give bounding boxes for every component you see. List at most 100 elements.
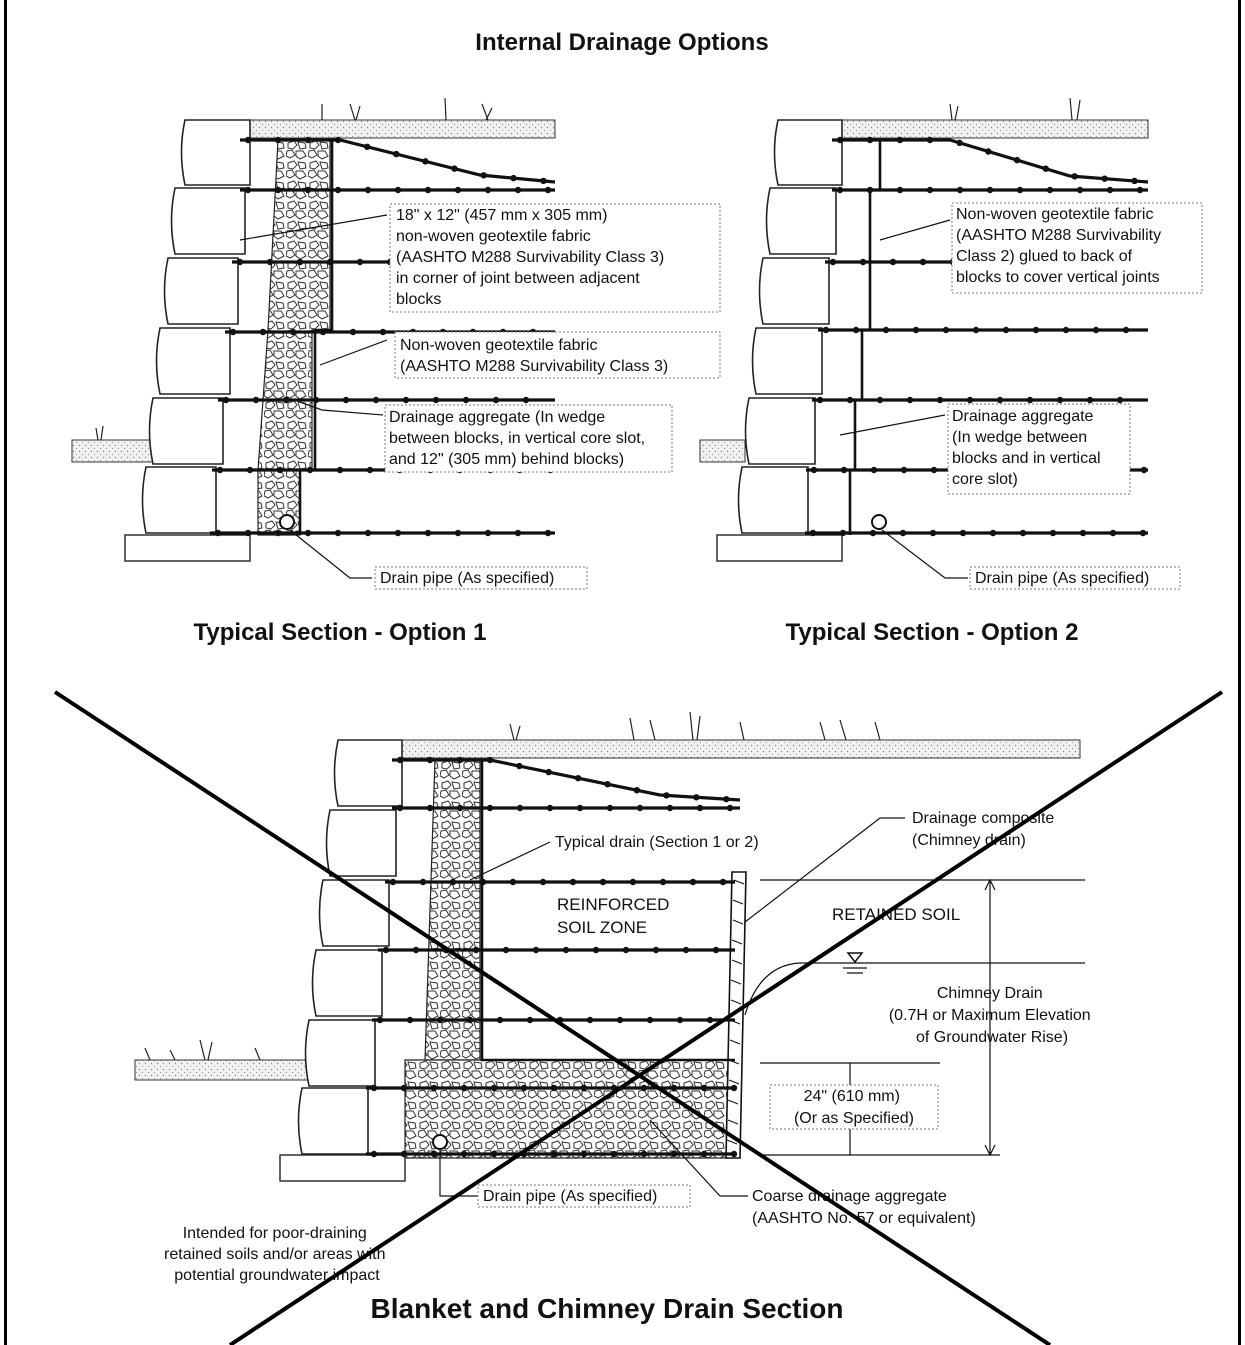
option1-geogrid-5-bead bbox=[454, 186, 462, 194]
option1-geogrid-2-bead bbox=[342, 396, 350, 404]
option2-geogrid-2-bead bbox=[996, 396, 1004, 404]
blanket-geogrid-6-bead bbox=[396, 756, 404, 764]
option1-block-5 bbox=[170, 187, 246, 255]
blanket-geogrid-4-bead bbox=[389, 878, 397, 886]
option1-section: 18" x 12" (457 mm x 305 mm) non-woven ge… bbox=[71, 97, 721, 646]
option1-block-2 bbox=[148, 397, 224, 465]
option2-geogrid-6-bead bbox=[1101, 175, 1108, 182]
option2-geogrid-3-bead bbox=[1002, 326, 1010, 334]
option2-geogrid-6-bead bbox=[836, 136, 844, 144]
option2-geogrid-1a-bead bbox=[930, 466, 938, 474]
blanket-geogrid-6-bead bbox=[426, 756, 434, 764]
blanket-geogrid-3-bead bbox=[382, 946, 390, 954]
option1-geogrid-3-bead bbox=[229, 328, 237, 336]
option2-fabric bbox=[848, 138, 882, 535]
option2-box-fabric bbox=[951, 202, 1203, 294]
option2-geogrid-5-bead bbox=[956, 186, 964, 194]
option1-geogrid-4-bead bbox=[296, 258, 304, 266]
option2-geogrid-1-bead bbox=[929, 529, 937, 537]
blanket-geogrid-4-bead bbox=[509, 878, 517, 886]
option2-geogrid-3-bead bbox=[882, 326, 890, 334]
option2-geogrid-2-bead bbox=[906, 396, 914, 404]
option1-geogrid-6-bead bbox=[480, 172, 487, 179]
blanket-x-line-1 bbox=[53, 690, 1052, 1345]
option1-geogrid-6-bead bbox=[334, 136, 342, 144]
option1-geogrid-4-bead bbox=[356, 258, 364, 266]
option1-grass-left bbox=[95, 425, 104, 441]
option2-geogrid-1-bead bbox=[839, 529, 847, 537]
option1-geogrid-3-bead bbox=[349, 328, 357, 336]
blanket-leader-typical bbox=[469, 841, 551, 881]
option2-geogrid-2-bead bbox=[1086, 396, 1094, 404]
blanket-geogrid-4-bead bbox=[599, 878, 607, 886]
blanket-geogrid-3-bead bbox=[652, 946, 660, 954]
blanket-geogrid-1a-bead bbox=[580, 1084, 588, 1092]
option1-geogrid-6-bead bbox=[451, 165, 458, 172]
blanket-label-note: Intended for poor-draining retained soil… bbox=[164, 1225, 390, 1284]
option2-geogrid-3-bead bbox=[942, 326, 950, 334]
blanket-leveling-pad bbox=[279, 1154, 406, 1182]
option1-drainage-aggregate bbox=[257, 139, 331, 536]
option1-block-4 bbox=[163, 257, 239, 325]
option2-label-aggregate: Drainage aggregate (In wedge between blo… bbox=[952, 408, 1105, 488]
option2-leader-2 bbox=[839, 414, 946, 436]
blanket-geogrid-2-bead bbox=[586, 1016, 594, 1024]
option2-label-pipe: Drain pipe (As specified) bbox=[975, 570, 1149, 587]
option2-geogrid-3-bead bbox=[1122, 326, 1130, 334]
blanket-height-arrows bbox=[984, 878, 996, 1157]
option2-geogrid-1-bead bbox=[989, 529, 997, 537]
option1-geogrid-5-bead bbox=[334, 186, 342, 194]
option1-geogrid-2-bead bbox=[402, 396, 410, 404]
blanket-geogrid-1a-bead bbox=[400, 1084, 408, 1092]
option1-geogrid-1a-bead bbox=[306, 466, 314, 474]
option2-geogrid-5-bead bbox=[1106, 186, 1114, 194]
blanket-geogrid-1a-bead bbox=[460, 1084, 468, 1092]
blanket-label-retained: RETAINED SOIL bbox=[832, 905, 960, 924]
drawing-frame bbox=[4, 0, 1241, 1345]
option2-geogrid-5-bead bbox=[986, 186, 994, 194]
blanket-leader-composite bbox=[744, 817, 905, 923]
option1-label-pipe: Drain pipe (As specified) bbox=[380, 570, 554, 587]
option2-geogrid-2-bead bbox=[936, 396, 944, 404]
option2-title: Typical Section - Option 2 bbox=[786, 619, 1079, 646]
blanket-block-3 bbox=[311, 949, 383, 1017]
blanket-coarse-aggregate bbox=[404, 1059, 736, 1159]
blanket-geogrid-1a-bead bbox=[430, 1084, 438, 1092]
option2-geogrid-5-bead bbox=[1016, 186, 1024, 194]
blanket-geogrid-5-bead bbox=[606, 804, 614, 812]
blanket-geogrid-1a-bead bbox=[640, 1084, 648, 1092]
option2-geogrid-1-bead bbox=[809, 529, 817, 537]
blanket-geogrid-2-bead bbox=[616, 1016, 624, 1024]
blanket-geogrid-1-bead bbox=[400, 1150, 408, 1158]
option2-geogrid-1a-bead bbox=[1140, 466, 1148, 474]
option1-geogrid-2-bead bbox=[282, 396, 290, 404]
option2-geogrid-2-bead bbox=[1056, 396, 1064, 404]
blanket-geogrid-4-bead bbox=[659, 878, 667, 886]
option2-geogrid-5-bead bbox=[836, 186, 844, 194]
option1-geogrid-6-bead bbox=[422, 158, 429, 165]
blanket-geogrid-2-bead bbox=[526, 1016, 534, 1024]
blanket-label-reinforced: REINFORCED SOIL ZONE bbox=[557, 895, 674, 937]
option1-geogrid-5-bead bbox=[514, 186, 522, 194]
option2-geogrid-1a-bead bbox=[810, 466, 818, 474]
blanket-geogrid-3-bead bbox=[592, 946, 600, 954]
option2-geogrid-2-bead bbox=[966, 396, 974, 404]
option2-drain-pipe bbox=[871, 514, 887, 530]
blanket-geogrid-1a-bead bbox=[730, 1084, 738, 1092]
blanket-geogrid-5-bead bbox=[396, 804, 404, 812]
blanket-geogrid-5-bead bbox=[696, 804, 704, 812]
option1-leveling-pad bbox=[124, 534, 251, 562]
option2-geogrid-2-bead bbox=[876, 396, 884, 404]
blanket-block-6 bbox=[333, 739, 403, 807]
option2-geogrid-4-bead bbox=[919, 258, 927, 266]
option2-geogrid-3-bead bbox=[822, 326, 830, 334]
blanket-geogrid-1-bead bbox=[550, 1150, 558, 1158]
option2-block-4 bbox=[758, 257, 830, 325]
option2-geogrid-2-bead bbox=[816, 396, 824, 404]
option2-geogrid-5-bead bbox=[1136, 186, 1144, 194]
option1-geogrid-1-bead bbox=[214, 529, 222, 537]
blanket-geogrid-4-bead bbox=[629, 878, 637, 886]
option1-label-aggregate: Drainage aggregate (In wedge between blo… bbox=[389, 409, 650, 468]
blanket-geogrid-5-bead bbox=[486, 804, 494, 812]
option1-geogrid-2-bead bbox=[462, 396, 470, 404]
